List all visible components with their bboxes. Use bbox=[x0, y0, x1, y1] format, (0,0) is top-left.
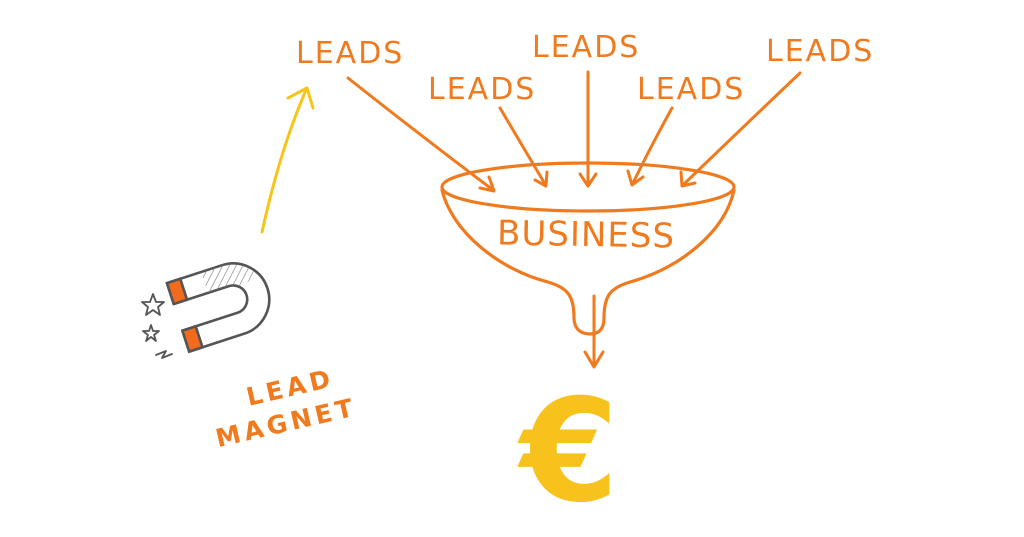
funnel-icon bbox=[440, 161, 736, 336]
leads-label: LEADS bbox=[766, 34, 874, 69]
leads-label: LEADS bbox=[428, 72, 536, 107]
spark-icon bbox=[155, 350, 173, 359]
sparkle-icons bbox=[141, 293, 173, 359]
arrow-head bbox=[533, 170, 549, 188]
leads-label: LEADS bbox=[532, 30, 640, 65]
leads-label: LEADS bbox=[637, 72, 745, 107]
leads-label: LEADS bbox=[296, 36, 404, 71]
arrow-head bbox=[478, 175, 496, 193]
star-icon bbox=[142, 324, 160, 342]
output-arrow bbox=[583, 294, 605, 369]
arrow-head bbox=[679, 170, 697, 188]
magnet-tip bbox=[180, 324, 205, 354]
magnet-to-leads-arrow bbox=[260, 86, 315, 234]
euro-icon: € bbox=[517, 369, 619, 534]
magnet-icon bbox=[165, 262, 271, 354]
star-icon bbox=[141, 293, 165, 316]
funnel-label: BUSINESS bbox=[497, 213, 676, 256]
arrow-head bbox=[626, 169, 645, 187]
arrow-head bbox=[578, 172, 598, 188]
magnet-tip bbox=[165, 277, 189, 306]
lead-arrow bbox=[631, 106, 674, 185]
lead-arrow bbox=[346, 76, 495, 192]
lead-arrow bbox=[498, 106, 547, 186]
